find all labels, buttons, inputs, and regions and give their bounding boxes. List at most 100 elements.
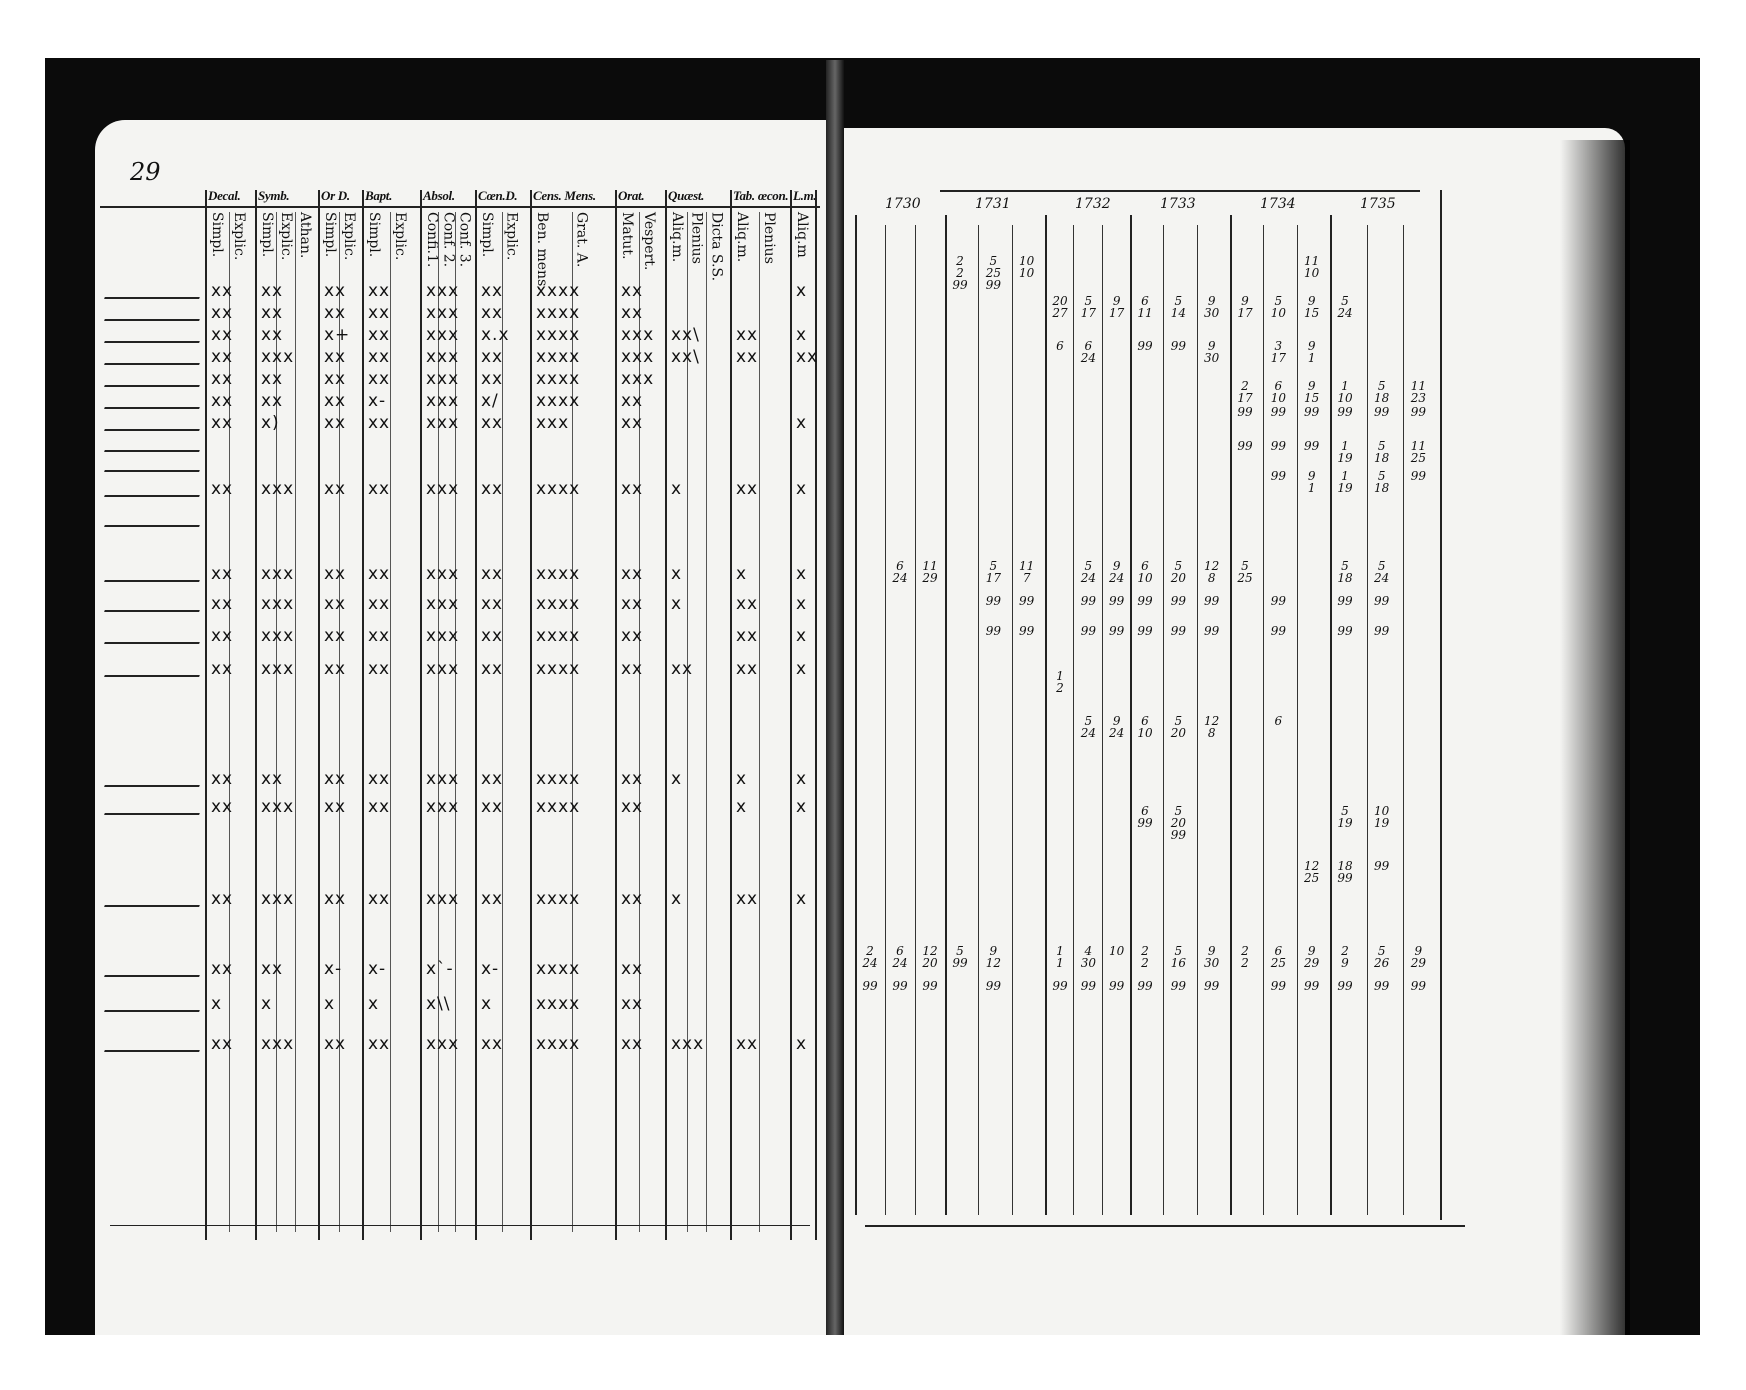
tally-mark: xxx	[261, 594, 295, 614]
tally-mark: x	[796, 281, 808, 301]
subcolumn-divider	[1163, 225, 1165, 1215]
tally-mark: x	[796, 797, 808, 817]
ledger-entry: 99	[1304, 405, 1320, 419]
tally-mark: x	[736, 564, 748, 584]
ledger-entry: 5 10	[1270, 294, 1286, 320]
tally-mark: x)	[261, 413, 280, 433]
column-subheader: Matut.	[619, 212, 635, 260]
ledger-entry: 99	[1204, 624, 1220, 638]
tally-mark: x	[796, 769, 808, 789]
tally-mark: xx	[324, 479, 347, 499]
tally-mark: x	[368, 994, 380, 1014]
tally-mark: xxx	[426, 479, 460, 499]
column-subheader: Explic.	[341, 212, 357, 261]
tally-mark: xx	[736, 347, 759, 367]
tally-mark: x.x	[481, 325, 510, 345]
tally-mark: xx	[621, 303, 644, 323]
subcolumn-divider	[339, 212, 340, 1232]
ledger-entry: 99	[1270, 405, 1286, 419]
subcolumn-divider	[1263, 225, 1265, 1215]
ledger-entry: 99	[892, 979, 908, 993]
tally-mark: xx	[481, 594, 504, 614]
tally-mark: xx	[211, 594, 234, 614]
ledger-entry: 99	[1237, 439, 1253, 453]
column-subheader: Grat. A.	[573, 212, 590, 268]
tally-mark: xx	[736, 594, 759, 614]
handwritten-name	[104, 782, 201, 787]
tally-mark: xx\	[671, 347, 700, 367]
tally-mark: x	[796, 594, 808, 614]
tally-mark: xx	[481, 889, 504, 909]
year-divider	[1130, 215, 1132, 1215]
ledger-entry: 12 8	[1204, 714, 1220, 740]
subcolumn-divider	[978, 225, 980, 1215]
year-divider	[1045, 215, 1047, 1215]
tally-mark: xx	[481, 369, 504, 389]
ledger-entry: 99	[1052, 979, 1068, 993]
ledger-entry: 5 16	[1170, 944, 1186, 970]
tally-mark: xx	[621, 769, 644, 789]
tally-mark: x	[796, 626, 808, 646]
tally-mark: xx	[736, 889, 759, 909]
tally-mark: xx	[481, 659, 504, 679]
subcolumn-divider	[438, 212, 440, 1232]
year-header: 1734	[1260, 196, 1296, 212]
tally-mark: xx	[736, 325, 759, 345]
ledger-entry: 9 15	[1304, 379, 1320, 405]
column-subheader: Simpl.	[259, 212, 275, 258]
tally-mark: xx	[324, 659, 347, 679]
ledger-entry: 99	[1137, 339, 1153, 353]
ledger-entry: 5 20	[1170, 714, 1186, 740]
subcolumn-divider	[295, 212, 296, 1232]
tally-mark: xxx	[426, 303, 460, 323]
tally-mark: x	[671, 564, 683, 584]
ledger-entry: 6 10	[1137, 714, 1153, 740]
ledger-entry: 6 10	[1270, 379, 1286, 405]
ledger-entry: 1 19	[1337, 439, 1353, 465]
tally-mark: xxx	[426, 281, 460, 301]
handwritten-name	[104, 1047, 201, 1052]
column-divider	[255, 190, 257, 1240]
ledger-entry: 10 19	[1374, 804, 1390, 830]
ledger-entry: 9 24	[1109, 559, 1125, 585]
column-subheader: Athan.	[297, 212, 313, 259]
tally-mark: xx	[211, 889, 234, 909]
tally-mark: xxx	[261, 797, 295, 817]
ledger-entry: 5 24	[1080, 714, 1096, 740]
tally-mark: xxx	[536, 413, 570, 433]
handwritten-name	[104, 338, 201, 343]
ledger-entry: 9 17	[1109, 294, 1125, 320]
ledger-entry: 99	[1270, 624, 1286, 638]
subcolumn-divider	[571, 212, 573, 1232]
handwritten-name	[104, 360, 201, 365]
column-subheader: Explic.	[231, 212, 247, 261]
column-divider	[475, 190, 477, 1240]
ledger-entry: 9 29	[1304, 944, 1320, 970]
tally-mark: xxxx	[536, 797, 581, 817]
subcolumn-divider	[885, 225, 886, 1215]
column-subheader: Simpl.	[209, 212, 225, 258]
tally-mark: xx	[211, 391, 234, 411]
tally-mark: x\\	[426, 994, 451, 1014]
tally-mark: xxx	[671, 1034, 705, 1054]
tally-mark: xxxx	[536, 303, 581, 323]
ledger-entry: 99	[1270, 439, 1286, 453]
tally-mark: xx	[261, 959, 284, 979]
year-header: 1731	[975, 196, 1011, 212]
tally-mark: xx	[211, 347, 234, 367]
column-divider	[730, 190, 732, 1240]
ledger-entry: 99	[985, 979, 1001, 993]
ledger-entry: 99	[1374, 979, 1390, 993]
tally-mark: xxx	[426, 413, 460, 433]
ledger-entry: 9 1	[1307, 339, 1316, 365]
ledger-entry: 99	[1304, 439, 1320, 453]
tally-mark: xxx	[426, 889, 460, 909]
tally-mark: xxx	[426, 325, 460, 345]
tally-mark: xxxx	[536, 391, 581, 411]
ledger-entry: 1 2	[1056, 669, 1064, 695]
handwritten-name	[104, 426, 201, 431]
subcolumn-divider	[501, 212, 503, 1232]
column-divider	[362, 190, 364, 1240]
year-header: 1730	[885, 196, 921, 212]
ledger-entry: 6 24	[892, 559, 908, 585]
